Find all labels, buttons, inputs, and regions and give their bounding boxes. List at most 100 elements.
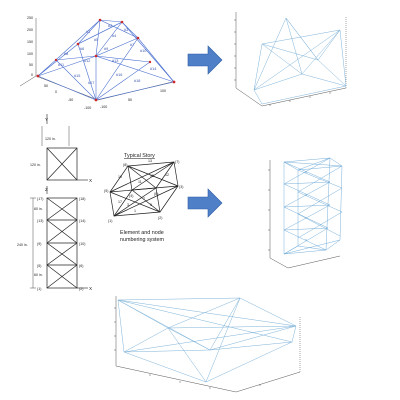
dome-node bbox=[54, 58, 58, 62]
story-element-label: 5 bbox=[150, 203, 152, 207]
dome-y-tick: 50 bbox=[29, 63, 33, 67]
story-node-label: (1) bbox=[108, 219, 112, 223]
dome-element-label: #11 bbox=[58, 63, 64, 67]
story-element-label: 12 bbox=[165, 173, 169, 177]
story-height-label: 60 in. bbox=[34, 273, 43, 277]
dome-element-label: #16 bbox=[116, 73, 122, 77]
star-axis-ticks bbox=[234, 19, 331, 106]
dome-element-label: #13 bbox=[112, 59, 118, 63]
plan-width-label: 120 in. bbox=[45, 137, 56, 141]
typical-story-diagram: Typical Story (8) (7) (3) (5) (6) (4) (1… bbox=[104, 153, 183, 243]
dome-x-tick: -50 bbox=[68, 98, 73, 102]
dome-y-tick: 0 bbox=[31, 73, 33, 77]
dome-element-label: #18 bbox=[134, 79, 140, 83]
dome-node bbox=[136, 36, 140, 40]
axis-label-x-elev: X bbox=[89, 286, 92, 291]
story-node-label: (5) bbox=[104, 189, 108, 193]
dome-element-label: #14 bbox=[150, 67, 156, 71]
node-label: (2) bbox=[79, 287, 83, 291]
story-element-label: 10 bbox=[118, 175, 122, 179]
tower-plan-view: Y 120 in. 120 in. X bbox=[30, 114, 92, 183]
story-node-label: (4) bbox=[129, 194, 133, 198]
node-label: (14) bbox=[79, 219, 85, 223]
dome-node bbox=[94, 54, 98, 58]
dome-node bbox=[36, 74, 40, 78]
dome-y-tick: 100 bbox=[27, 52, 33, 56]
node-label: (13) bbox=[37, 219, 43, 223]
dome-x-tick: -100 bbox=[84, 106, 91, 110]
dome-element-label: #8 bbox=[64, 52, 68, 56]
story-node-label: (8) bbox=[123, 163, 127, 167]
dome-y-tick: 250 bbox=[27, 16, 33, 20]
dome-element-label: #5 bbox=[94, 38, 98, 42]
story-element-label: 15 bbox=[150, 174, 154, 178]
story-element-label: 11 bbox=[138, 180, 142, 184]
dome-x-tick: 100 bbox=[160, 89, 166, 93]
dome-x-tick: 0 bbox=[55, 90, 57, 94]
tower-elevation-view: Z 240 in. 60 in. 60 in. (17) (13) (9) (5… bbox=[17, 186, 92, 291]
node-label: (9) bbox=[37, 242, 41, 246]
dome-element-labels: #1 #2 #3 #4 #5 #6 #7 #8 #9 #10 #11 #12 #… bbox=[58, 24, 156, 85]
node-label: (17) bbox=[37, 197, 43, 201]
story-node-label: (3) bbox=[179, 185, 183, 189]
dome-element-label: #6 bbox=[80, 47, 84, 51]
dome-truss-plot: 250 200 150 100 50 0 -100 -50 0 50 -100 … bbox=[19, 16, 176, 110]
right-arrow-icon bbox=[187, 188, 223, 218]
story-node-label: (7) bbox=[175, 160, 179, 164]
node-label: (5) bbox=[37, 264, 41, 268]
dome-x-tick: 50 bbox=[128, 98, 132, 102]
typical-story-title: Typical Story bbox=[124, 153, 155, 159]
tower-3d-plot bbox=[268, 157, 343, 269]
dome-nodes bbox=[36, 18, 176, 102]
total-height-label: 240 in. bbox=[17, 243, 28, 247]
large-truss-3d-plot bbox=[114, 296, 301, 393]
story-height-label: 60 in. bbox=[34, 207, 43, 211]
dome-y-tick: 200 bbox=[27, 28, 33, 32]
story-element-label: 7 bbox=[143, 197, 145, 201]
node-label: (1) bbox=[37, 287, 41, 291]
dome-x-tick: -100 bbox=[100, 105, 107, 109]
node-label: (6) bbox=[79, 264, 83, 268]
dome-element-label: #4 bbox=[112, 34, 116, 38]
dome-node bbox=[98, 18, 102, 22]
dome-element-label: #9 bbox=[104, 47, 108, 51]
dome-node bbox=[94, 98, 98, 102]
dome-element-label: #2 bbox=[108, 24, 112, 28]
node-label: (10) bbox=[79, 242, 85, 246]
dome-element-label: #1 bbox=[86, 30, 90, 34]
caption-line-2: numbering system bbox=[120, 237, 165, 243]
dome-x-tick: 50 bbox=[44, 84, 48, 88]
dome-node bbox=[120, 20, 124, 24]
story-element-label: 17 bbox=[118, 200, 122, 204]
tower-3d-node-markers bbox=[305, 171, 307, 241]
story-node-label: (2) bbox=[158, 216, 162, 220]
node-label: (18) bbox=[79, 197, 85, 201]
dome-y-ticks: 250 200 150 100 50 0 bbox=[27, 16, 33, 77]
dome-element-label: #10 bbox=[140, 49, 146, 53]
axis-label-x-plan: X bbox=[89, 178, 92, 183]
plan-depth-label: 120 in. bbox=[30, 163, 41, 167]
dome-axis-depth bbox=[19, 75, 37, 87]
story-element-label: 1 bbox=[134, 209, 136, 213]
dome-element-label: #3 bbox=[124, 28, 128, 32]
dome-element-label: #17 bbox=[88, 81, 94, 85]
dome-element-label: #12 bbox=[84, 59, 90, 63]
dome-node bbox=[148, 60, 152, 64]
axis-label-y: Y bbox=[45, 117, 48, 122]
dome-members bbox=[37, 19, 175, 101]
story-element-label: 3 bbox=[127, 203, 129, 207]
right-arrow-icon bbox=[187, 45, 223, 75]
axis-label-z: Z bbox=[45, 187, 48, 192]
dome-element-label: #15 bbox=[74, 74, 80, 78]
story-node-label: (6) bbox=[154, 192, 158, 196]
dome-y-tick: 150 bbox=[27, 40, 33, 44]
dome-node bbox=[172, 80, 176, 84]
dome-x-ticks: -100 -50 0 50 -100 50 100 bbox=[44, 84, 166, 110]
star-truss-3d-plot bbox=[234, 12, 347, 107]
tower-drawings: Y 120 in. 120 in. X Z 240 in. 60 in. 60 … bbox=[17, 114, 183, 291]
dome-element-label: #7 bbox=[130, 43, 134, 47]
story-element-label: 13 bbox=[148, 159, 152, 163]
dome-node bbox=[76, 42, 80, 46]
caption-line-1: Element and node bbox=[120, 230, 164, 236]
